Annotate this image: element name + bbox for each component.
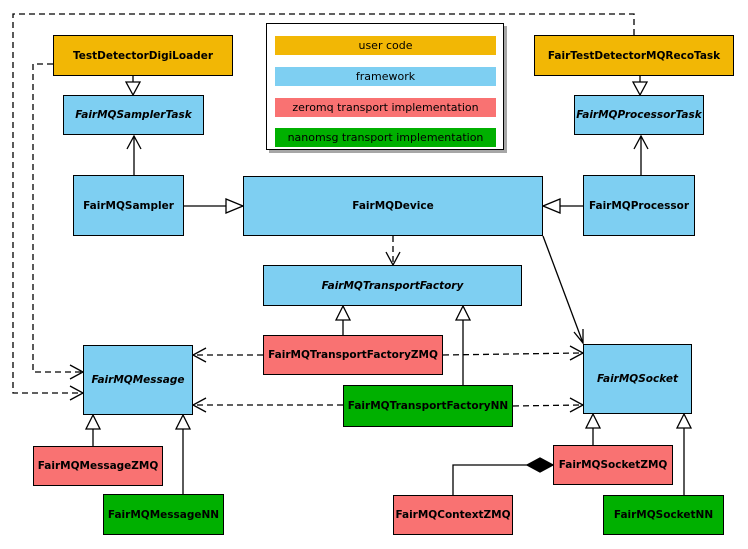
edge-fairmqtransportfactorynn-fairmqsocket xyxy=(512,397,585,413)
node-fairmqprocessortask: FairMQProcessorTask xyxy=(574,95,704,135)
edge-fairmqprocessor-fairmqdevice xyxy=(541,198,583,214)
edge-fairmqtransportfactoryzmq-fairmqsocket xyxy=(442,345,585,361)
node-fairmqtransportfactory: FairMQTransportFactory xyxy=(263,265,522,306)
edge-fairmqsampler-fairmqdevice xyxy=(184,198,245,214)
node-fairmqsampler: FairMQSampler xyxy=(73,175,184,236)
node-fairmqtransportfactorynn: FairMQTransportFactoryNN xyxy=(343,385,513,427)
edge-fairmqmessagezmq-fairmqmessage xyxy=(84,413,102,446)
node-fairmqsocket: FairMQSocket xyxy=(583,344,692,414)
node-fairmqmessagenn: FairMQMessageNN xyxy=(103,494,224,535)
node-fairmqdevice: FairMQDevice xyxy=(243,176,543,236)
node-fairmqmessagezmq: FairMQMessageZMQ xyxy=(33,446,163,486)
node-fairmqsamplertask: FairMQSamplerTask xyxy=(63,95,204,135)
edge-fairmqprocessor-fairmqprocessortask xyxy=(633,134,649,175)
legend-item-zeromq: zeromq transport implementation xyxy=(275,98,496,117)
node-fairtestdetectormqrecotask: FairTestDetectorMQRecoTask xyxy=(534,35,734,76)
edge-fairmqsocketzmq-fairmqsocket xyxy=(584,412,602,445)
edge-fairmqtransportfactoryzmq-fairmqmessage xyxy=(191,347,263,363)
legend: user code framework zeromq transport imp… xyxy=(266,23,504,150)
edge-fairmqsocketnn-fairmqsocket xyxy=(675,412,693,495)
legend-item-nanomsg: nanomsg transport implementation xyxy=(275,128,496,147)
edge-fairmqdevice-fairmqsocket xyxy=(542,235,584,345)
edge-fairmqtransportfactorynn-fairmqtransportfactory xyxy=(454,304,472,385)
node-fairmqmessage: FairMQMessage xyxy=(83,345,193,415)
node-fairmqprocessor: FairMQProcessor xyxy=(583,175,695,236)
legend-item-user-code: user code xyxy=(275,36,496,55)
edge-fairmqmessagenn-fairmqmessage xyxy=(174,413,192,494)
edge-fairmqtransportfactorynn-fairmqmessage xyxy=(191,397,343,413)
edge-testdetectordigiloader-fairmqsamplertask xyxy=(124,76,142,97)
node-fairmqtransportfactoryzmq: FairMQTransportFactoryZMQ xyxy=(263,335,443,375)
legend-item-framework: framework xyxy=(275,67,496,86)
edge-fairmqtransportfactoryzmq-fairmqtransportfactory xyxy=(334,304,352,335)
edge-fairmqdevice-fairmqtransportfactory xyxy=(385,236,401,267)
edge-fairmqcontextzmq-fairmqsocketzmq xyxy=(452,457,555,495)
node-fairmqcontextzmq: FairMQContextZMQ xyxy=(393,495,513,535)
node-testdetectordigiloader: TestDetectorDigiLoader xyxy=(53,35,233,76)
node-fairmqsocketzmq: FairMQSocketZMQ xyxy=(553,445,673,485)
node-fairmqsocketnn: FairMQSocketNN xyxy=(603,495,724,535)
edge-fairmqsampler-fairmqsamplertask xyxy=(126,134,142,175)
edge-fairtestdetectormqrecotask-fairmqprocessortask xyxy=(631,76,649,97)
